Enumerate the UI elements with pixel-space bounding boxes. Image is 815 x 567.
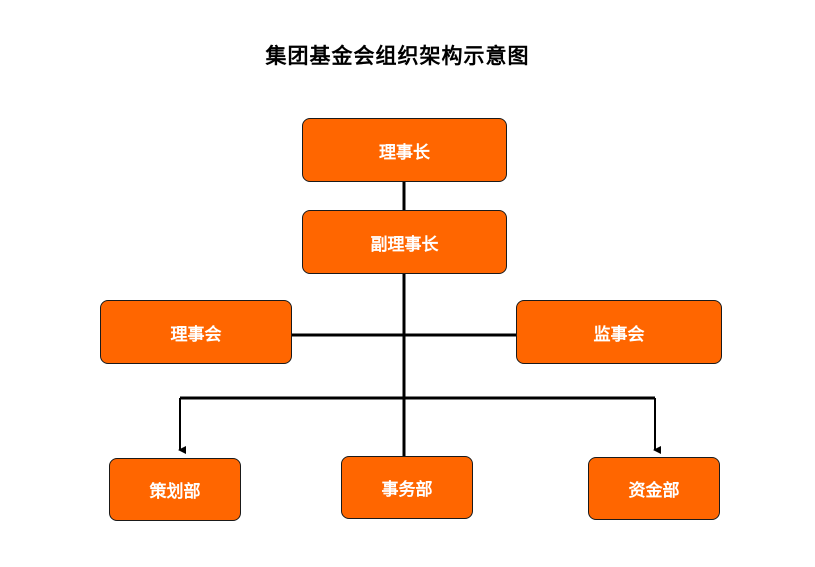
node-council: 理事会 [100,300,292,364]
node-vice-chairman: 副理事长 [302,210,507,274]
node-council-label: 理事会 [170,324,222,345]
node-planning-dept-label: 策划部 [149,482,201,502]
node-supervisory-board: 监事会 [516,300,722,364]
node-affairs-dept: 事务部 [341,456,473,519]
node-chairman-label: 理事长 [379,142,430,163]
chart-title: 集团基金会组织架构示意图 [265,44,530,68]
node-vice-chairman-label: 副理事长 [370,234,439,255]
node-affairs-dept-label: 事务部 [381,480,433,500]
node-planning-dept: 策划部 [109,458,241,521]
node-supervisory-board-label: 监事会 [593,324,645,345]
node-finance-dept-label: 资金部 [628,481,680,501]
node-chairman: 理事长 [302,118,507,182]
node-finance-dept: 资金部 [588,457,720,520]
